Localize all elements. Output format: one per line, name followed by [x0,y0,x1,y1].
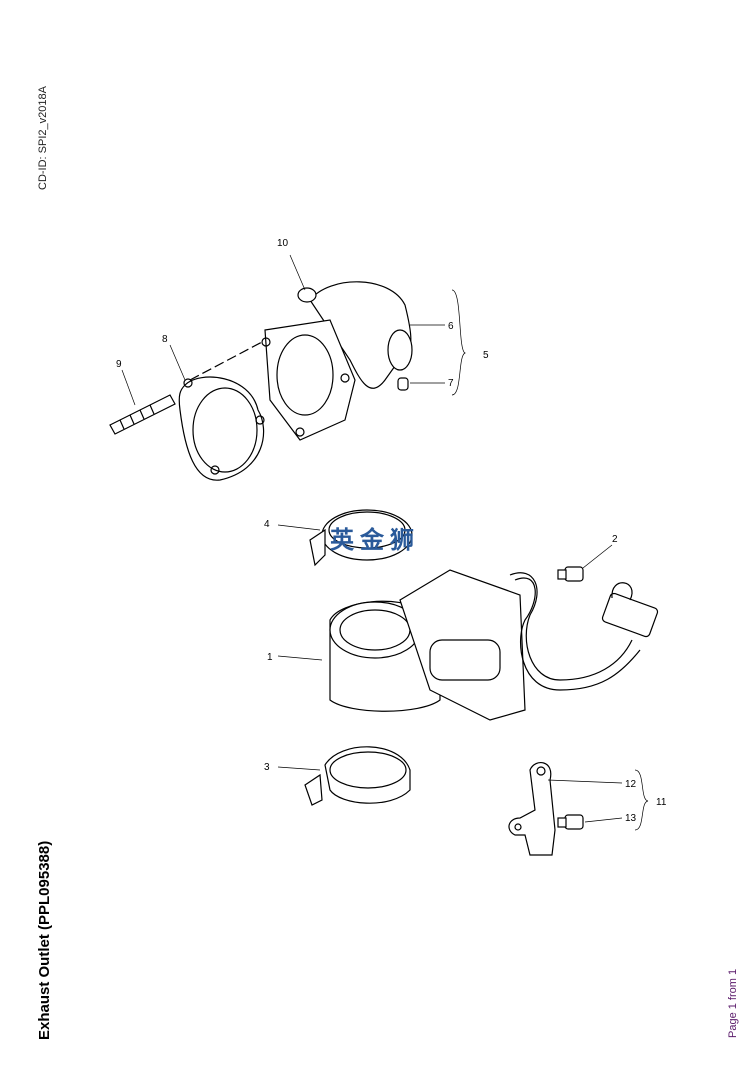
part-9-stud [109,394,176,435]
part-2-bolt [557,566,584,582]
part-3-clamp [304,746,411,806]
callout-3: 3 [264,762,270,773]
callout-13: 13 [625,813,637,824]
callout-10: 10 [277,238,289,249]
callout-6: 6 [448,321,454,332]
watermark: 英金狮 [330,526,420,554]
callout-1: 1 [267,652,273,663]
part-8-gasket [178,376,265,481]
part-10-nut [297,287,317,303]
callout-8: 8 [162,334,168,345]
part-13-bolt [557,814,584,830]
callout-9: 9 [116,359,122,370]
callout-2: 2 [612,534,618,545]
part-4-clamp [309,509,413,567]
callout-12: 12 [625,779,637,790]
callout-7: 7 [448,378,454,389]
part-1-valve-body [329,569,659,721]
part-12-bracket [508,762,556,856]
callout-11: 11 [656,797,667,808]
part-7-pin [397,377,409,391]
part-6-elbow-pipe [189,281,413,441]
callout-4: 4 [264,519,270,530]
callout-5: 5 [483,350,489,361]
